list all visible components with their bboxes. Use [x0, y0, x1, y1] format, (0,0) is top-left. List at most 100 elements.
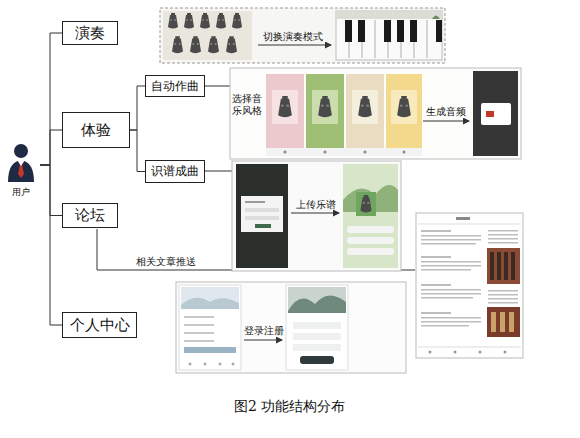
forum-panel-part-part [454, 351, 457, 354]
score-panel [232, 161, 401, 271]
connector-line [40, 130, 62, 165]
score-panel-part [245, 201, 265, 203]
score-panel-part [347, 237, 394, 244]
score-panel-part [356, 192, 376, 216]
compose-panel-part [318, 96, 332, 117]
forum-panel-part-part [488, 290, 518, 292]
user-icon-part [14, 144, 28, 158]
profile-panel-part [179, 285, 241, 370]
score-panel-part [241, 196, 283, 232]
forum-panel-part-part [488, 238, 518, 240]
compose-panel-part [391, 90, 417, 124]
compose-panel-part-part [364, 151, 367, 154]
forum-panel-part-part [421, 239, 481, 241]
step-label: 选择音乐风格 [232, 93, 263, 117]
performance-panel-part [160, 8, 445, 63]
performance-panel-part [200, 13, 210, 29]
step-label: 切换演奏模式 [263, 31, 323, 43]
profile-panel-part-part [184, 316, 214, 318]
performance-panel-part [336, 11, 442, 19]
forum-panel-part-part [488, 302, 518, 304]
score-panel-part [347, 248, 394, 255]
compose-panel-part [230, 68, 521, 159]
performance-panel-part [432, 16, 440, 20]
forum-panel-part-part [421, 321, 481, 323]
profile-panel-part-part [189, 363, 192, 366]
node-text: 自动作曲 [151, 78, 199, 95]
profile-panel-part-part [184, 332, 214, 334]
score-panel-part [232, 161, 401, 271]
module-box: 演奏 [62, 21, 118, 45]
profile-panel-part [293, 344, 341, 351]
node-text: 演奏 [75, 24, 105, 43]
forum-panel-part-part [421, 230, 451, 232]
performance-panel-part [336, 11, 442, 60]
performance-panel-part-part [375, 20, 376, 58]
forum-panel-part-part [421, 284, 451, 286]
figure-caption: 图2 功能结构分布 [234, 398, 345, 416]
sub-module-box: 自动作曲 [145, 75, 205, 97]
compose-panel-part [278, 96, 292, 117]
forum-panel-part-part [479, 351, 482, 354]
score-panel-part [236, 164, 288, 268]
compose-panel-part [481, 103, 511, 125]
leader-line-part [205, 86, 230, 87]
score-panel-part [255, 224, 271, 228]
forum-panel-part-part [421, 312, 451, 314]
score-panel-part [245, 216, 279, 220]
performance-panel-part [208, 36, 219, 53]
node-text: 用户 [12, 188, 30, 198]
performance-panel-part-part [397, 20, 404, 42]
performance-panel-part [184, 13, 194, 29]
leader-line [97, 86, 415, 270]
performance-panel [160, 8, 445, 63]
forum-panel-part-part [421, 325, 469, 327]
performance-panel-part [172, 36, 183, 53]
compose-panel-part [352, 90, 378, 124]
compose-panel-part [397, 96, 411, 117]
profile-panel-part [189, 363, 235, 366]
forum-panel-part-part [488, 230, 518, 232]
performance-panel-part [216, 13, 226, 29]
performance-panel-part [258, 45, 331, 46]
compose-panel-part-part [324, 151, 327, 154]
user-icon [8, 144, 34, 182]
score-panel-part [360, 195, 371, 212]
forum-panel-part-part [421, 261, 481, 263]
step-label: 上传乐谱 [296, 199, 336, 211]
connector-line [40, 33, 62, 165]
compose-panel-part [312, 90, 338, 124]
node-text: 体验 [81, 121, 111, 140]
profile-panel-part-part [184, 340, 214, 342]
node-text: 个人中心 [70, 316, 130, 335]
module-box: 体验 [62, 112, 130, 148]
compose-panel-part [284, 151, 406, 154]
connector-line [40, 165, 62, 216]
forum-panel-part [487, 307, 520, 337]
forum-panel [416, 213, 523, 358]
forum-panel-part-part [421, 269, 471, 271]
compose-panel-part [306, 74, 344, 156]
user-icon-part [18, 161, 24, 178]
forum-panel-part-part [490, 252, 494, 280]
profile-panel-part [286, 285, 348, 370]
step-label: 相关文章推送 [136, 256, 196, 268]
profile-panel-part-part [184, 324, 214, 326]
profile-panel-part [300, 356, 334, 364]
compose-panel-part [346, 74, 384, 156]
forum-panel-part-part [500, 312, 505, 332]
user-node: 用户 [2, 142, 40, 198]
performance-panel-part [190, 36, 201, 53]
performance-panel-part-part [384, 20, 391, 42]
performance-panel-part-part [358, 20, 365, 42]
compose-panel-part [266, 74, 304, 156]
forum-panel-part [416, 213, 523, 358]
compose-panel [230, 68, 521, 159]
forum-panel-part [491, 312, 514, 332]
forum-panel-part-part [421, 289, 481, 291]
forum-panel-part-part [491, 312, 496, 332]
profile-panel-part [184, 347, 236, 353]
forum-panel-part-part [488, 234, 518, 236]
forum-panel-part [490, 252, 515, 280]
